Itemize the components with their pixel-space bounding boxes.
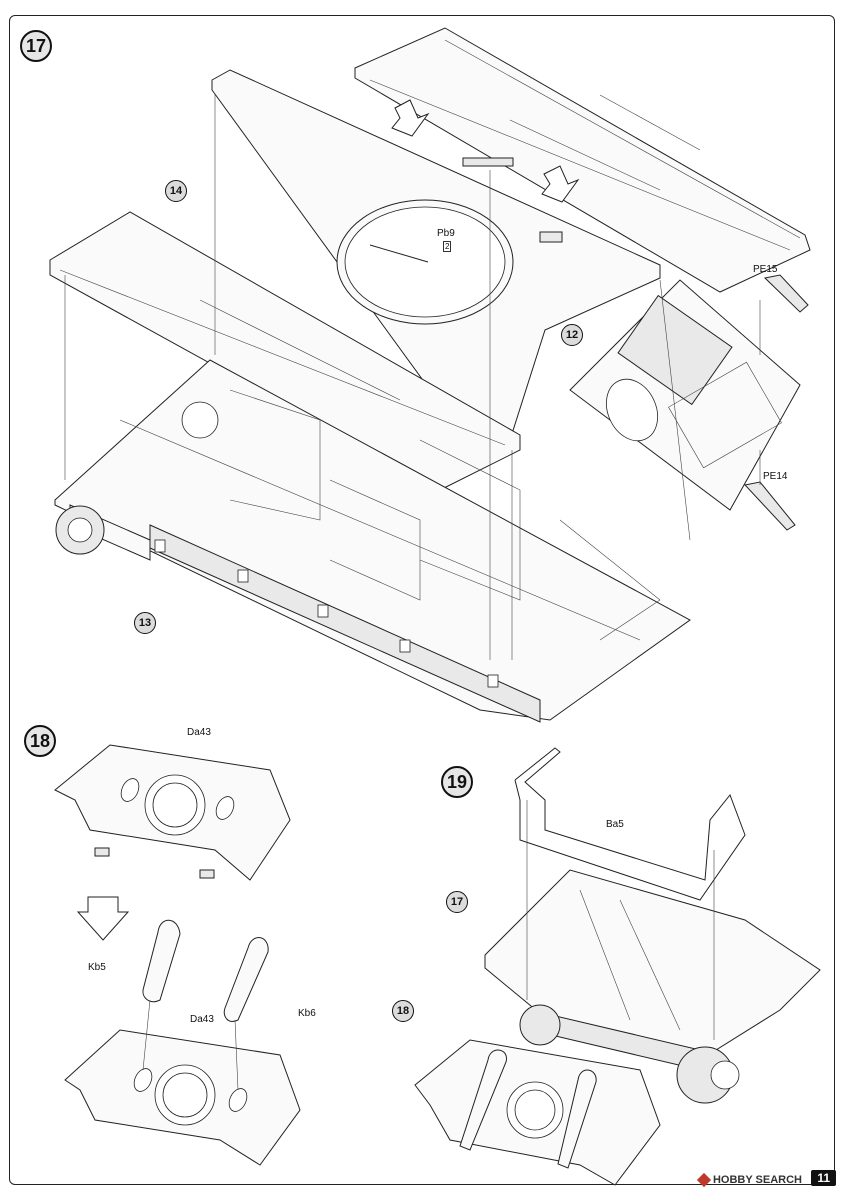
brand-icon: [696, 1172, 712, 1188]
step-19-number: 19: [441, 766, 473, 798]
qty-pb9: 2: [443, 241, 452, 252]
callout-12: 12: [561, 324, 583, 346]
callout-18: 18: [392, 1000, 414, 1022]
hull-lower: [54, 359, 691, 723]
down-arrow-icon: [76, 896, 130, 941]
upper-deck-plate-middle: [211, 69, 661, 446]
label-kb5: Kb5: [88, 962, 106, 973]
upper-deck-plate-front: [49, 211, 521, 491]
label-pe15: PE15: [753, 264, 778, 275]
label-da43-top: Da43: [187, 727, 211, 738]
step18-plate-bottom: [64, 999, 301, 1166]
upper-deck-plate-rear: [354, 27, 811, 293]
pe14-part: [744, 481, 796, 531]
label-kb6: Kb6: [298, 1008, 316, 1019]
assembly-guide-lines-19: [526, 800, 715, 1040]
label-pb9: Pb9: [437, 228, 455, 239]
hobby-search-logo: HOBBY SEARCH: [696, 1172, 802, 1188]
callout-14: 14: [165, 180, 187, 202]
step19-hull: [484, 869, 821, 1104]
step19-front-plate: [414, 1039, 661, 1186]
page-frame: [9, 15, 835, 1185]
down-arrow-icon: [391, 99, 430, 137]
callout-17: 17: [446, 891, 468, 913]
step18-plate-top: [54, 744, 291, 881]
brand-text: HOBBY SEARCH: [712, 1174, 802, 1186]
label-pe14: PE14: [763, 471, 788, 482]
down-arrow-icon: [541, 165, 580, 203]
pe15-part: [763, 274, 809, 313]
label-ba5: Ba5: [606, 819, 624, 830]
page-number: 11: [811, 1170, 836, 1186]
assembly-guide-lines: [64, 95, 761, 660]
kb6-part: [223, 937, 269, 1022]
label-da43-bottom: Da43: [190, 1014, 214, 1025]
ba5-frame: [514, 747, 746, 901]
callout-13: 13: [134, 612, 156, 634]
front-glacis-plate: [569, 279, 801, 511]
kb5-part: [142, 919, 181, 1003]
step-18-number: 18: [24, 725, 56, 757]
step-17-number: 17: [20, 30, 52, 62]
